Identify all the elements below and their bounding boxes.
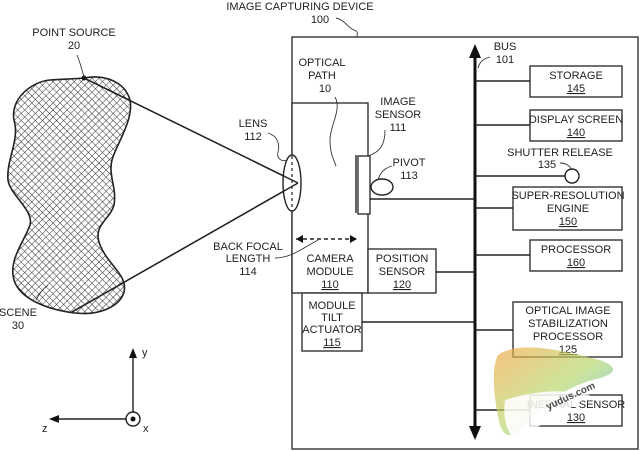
shutter-release-leader (559, 162, 572, 170)
ray-top-overlay (83, 77, 299, 184)
ois-line1: OPTICAL IMAGE (525, 305, 610, 317)
storage-box (529, 65, 623, 98)
point-source-label: POINT SOURCE (32, 27, 116, 39)
module-tilt-actuator-box (301, 292, 363, 352)
bfl-line1: BACK FOCAL (213, 241, 283, 253)
position-sensor-box (367, 248, 437, 294)
tilt-actuator-line2: TILT (321, 312, 343, 324)
shutter-release-label: SHUTTER RELEASE (507, 147, 613, 159)
optical-path-ref: 10 (319, 83, 331, 95)
lens-label: LENS (239, 118, 268, 130)
scene-shape (7, 76, 132, 315)
scene-ref: 30 (12, 320, 24, 332)
point-source-leader (76, 54, 85, 78)
sr-engine-ref: 150 (559, 216, 577, 228)
shutter-release-button (564, 168, 580, 184)
z-axis-label: z (42, 423, 48, 435)
storage-label: STORAGE (549, 70, 603, 82)
pivot-label: PIVOT (392, 157, 425, 169)
pivot-ellipse (370, 178, 394, 196)
bus-arrow-up (469, 44, 481, 58)
pivot-ref: 113 (400, 170, 418, 182)
lens-ref: 112 (244, 131, 262, 143)
bus-label: BUS (494, 41, 517, 53)
processor-label: PROCESSOR (541, 244, 611, 256)
pivot-leader (377, 165, 393, 181)
bus-leader (477, 56, 491, 69)
x-axis-symbol-dot (130, 416, 136, 422)
device-leader (335, 17, 358, 38)
device-title: IMAGE CAPTURING DEVICE (226, 1, 373, 13)
image-sensor (357, 155, 371, 215)
ois-line3: PROCESSOR (533, 331, 603, 343)
z-axis-arrow (49, 415, 59, 423)
optical-path-line1: OPTICAL (298, 57, 345, 69)
super-resolution-engine-box (512, 186, 623, 231)
display-screen-box (529, 109, 623, 142)
back-focal-length-leader (274, 239, 319, 259)
scene-leader (35, 284, 49, 301)
y-axis-arrow (129, 348, 137, 358)
display-screen-label: DISPLAY SCREEN (529, 114, 623, 126)
bfl-arrowhead-left (296, 235, 303, 243)
position-sensor-line2: SENSOR (379, 266, 426, 278)
optical-path-line2: PATH (308, 70, 336, 82)
point-source-ref: 20 (68, 40, 80, 52)
shutter-release-ref: 135 (538, 159, 556, 171)
processor-ref: 160 (567, 257, 585, 269)
lens-leader (267, 132, 288, 162)
optical-path-leader (329, 96, 338, 167)
tilt-actuator-line3: ACTUATOR (302, 324, 362, 336)
camera-module-ref: 110 (321, 279, 339, 291)
ray-bottom-overlay (71, 182, 299, 313)
sr-engine-line1: SUPER-RESOLUTION (511, 190, 624, 202)
device-ref: 100 (311, 14, 329, 26)
x-axis-label: x (143, 423, 149, 435)
bfl-arrowhead-right (350, 235, 357, 243)
image-sensor-ref: 111 (390, 122, 407, 134)
inertial-sensor-ref: 130 (567, 412, 585, 424)
tilt-actuator-line1: MODULE (308, 300, 355, 312)
position-sensor-ref: 120 (393, 279, 411, 291)
y-axis-label: y (142, 347, 148, 359)
camera-module-line2: MODULE (306, 266, 353, 278)
camera-module-line1: CAMERA (306, 253, 354, 265)
image-sensor-line1: IMAGE (380, 96, 415, 108)
scene-label: SCENE (0, 307, 37, 319)
image-sensor-line2: SENSOR (375, 109, 422, 121)
bfl-line2: LENGTH (226, 253, 271, 265)
bus-ref: 101 (496, 54, 514, 66)
bfl-ref: 114 (239, 266, 257, 278)
sr-engine-line2: ENGINE (547, 203, 589, 215)
display-screen-ref: 140 (567, 127, 585, 139)
position-sensor-line1: POSITION (376, 253, 429, 265)
image-sensor-leader (367, 129, 386, 157)
tilt-actuator-ref: 115 (323, 337, 341, 349)
bus-arrow-down (469, 426, 481, 440)
storage-ref: 145 (567, 83, 585, 95)
ois-line2: STABILIZATION (528, 318, 608, 330)
